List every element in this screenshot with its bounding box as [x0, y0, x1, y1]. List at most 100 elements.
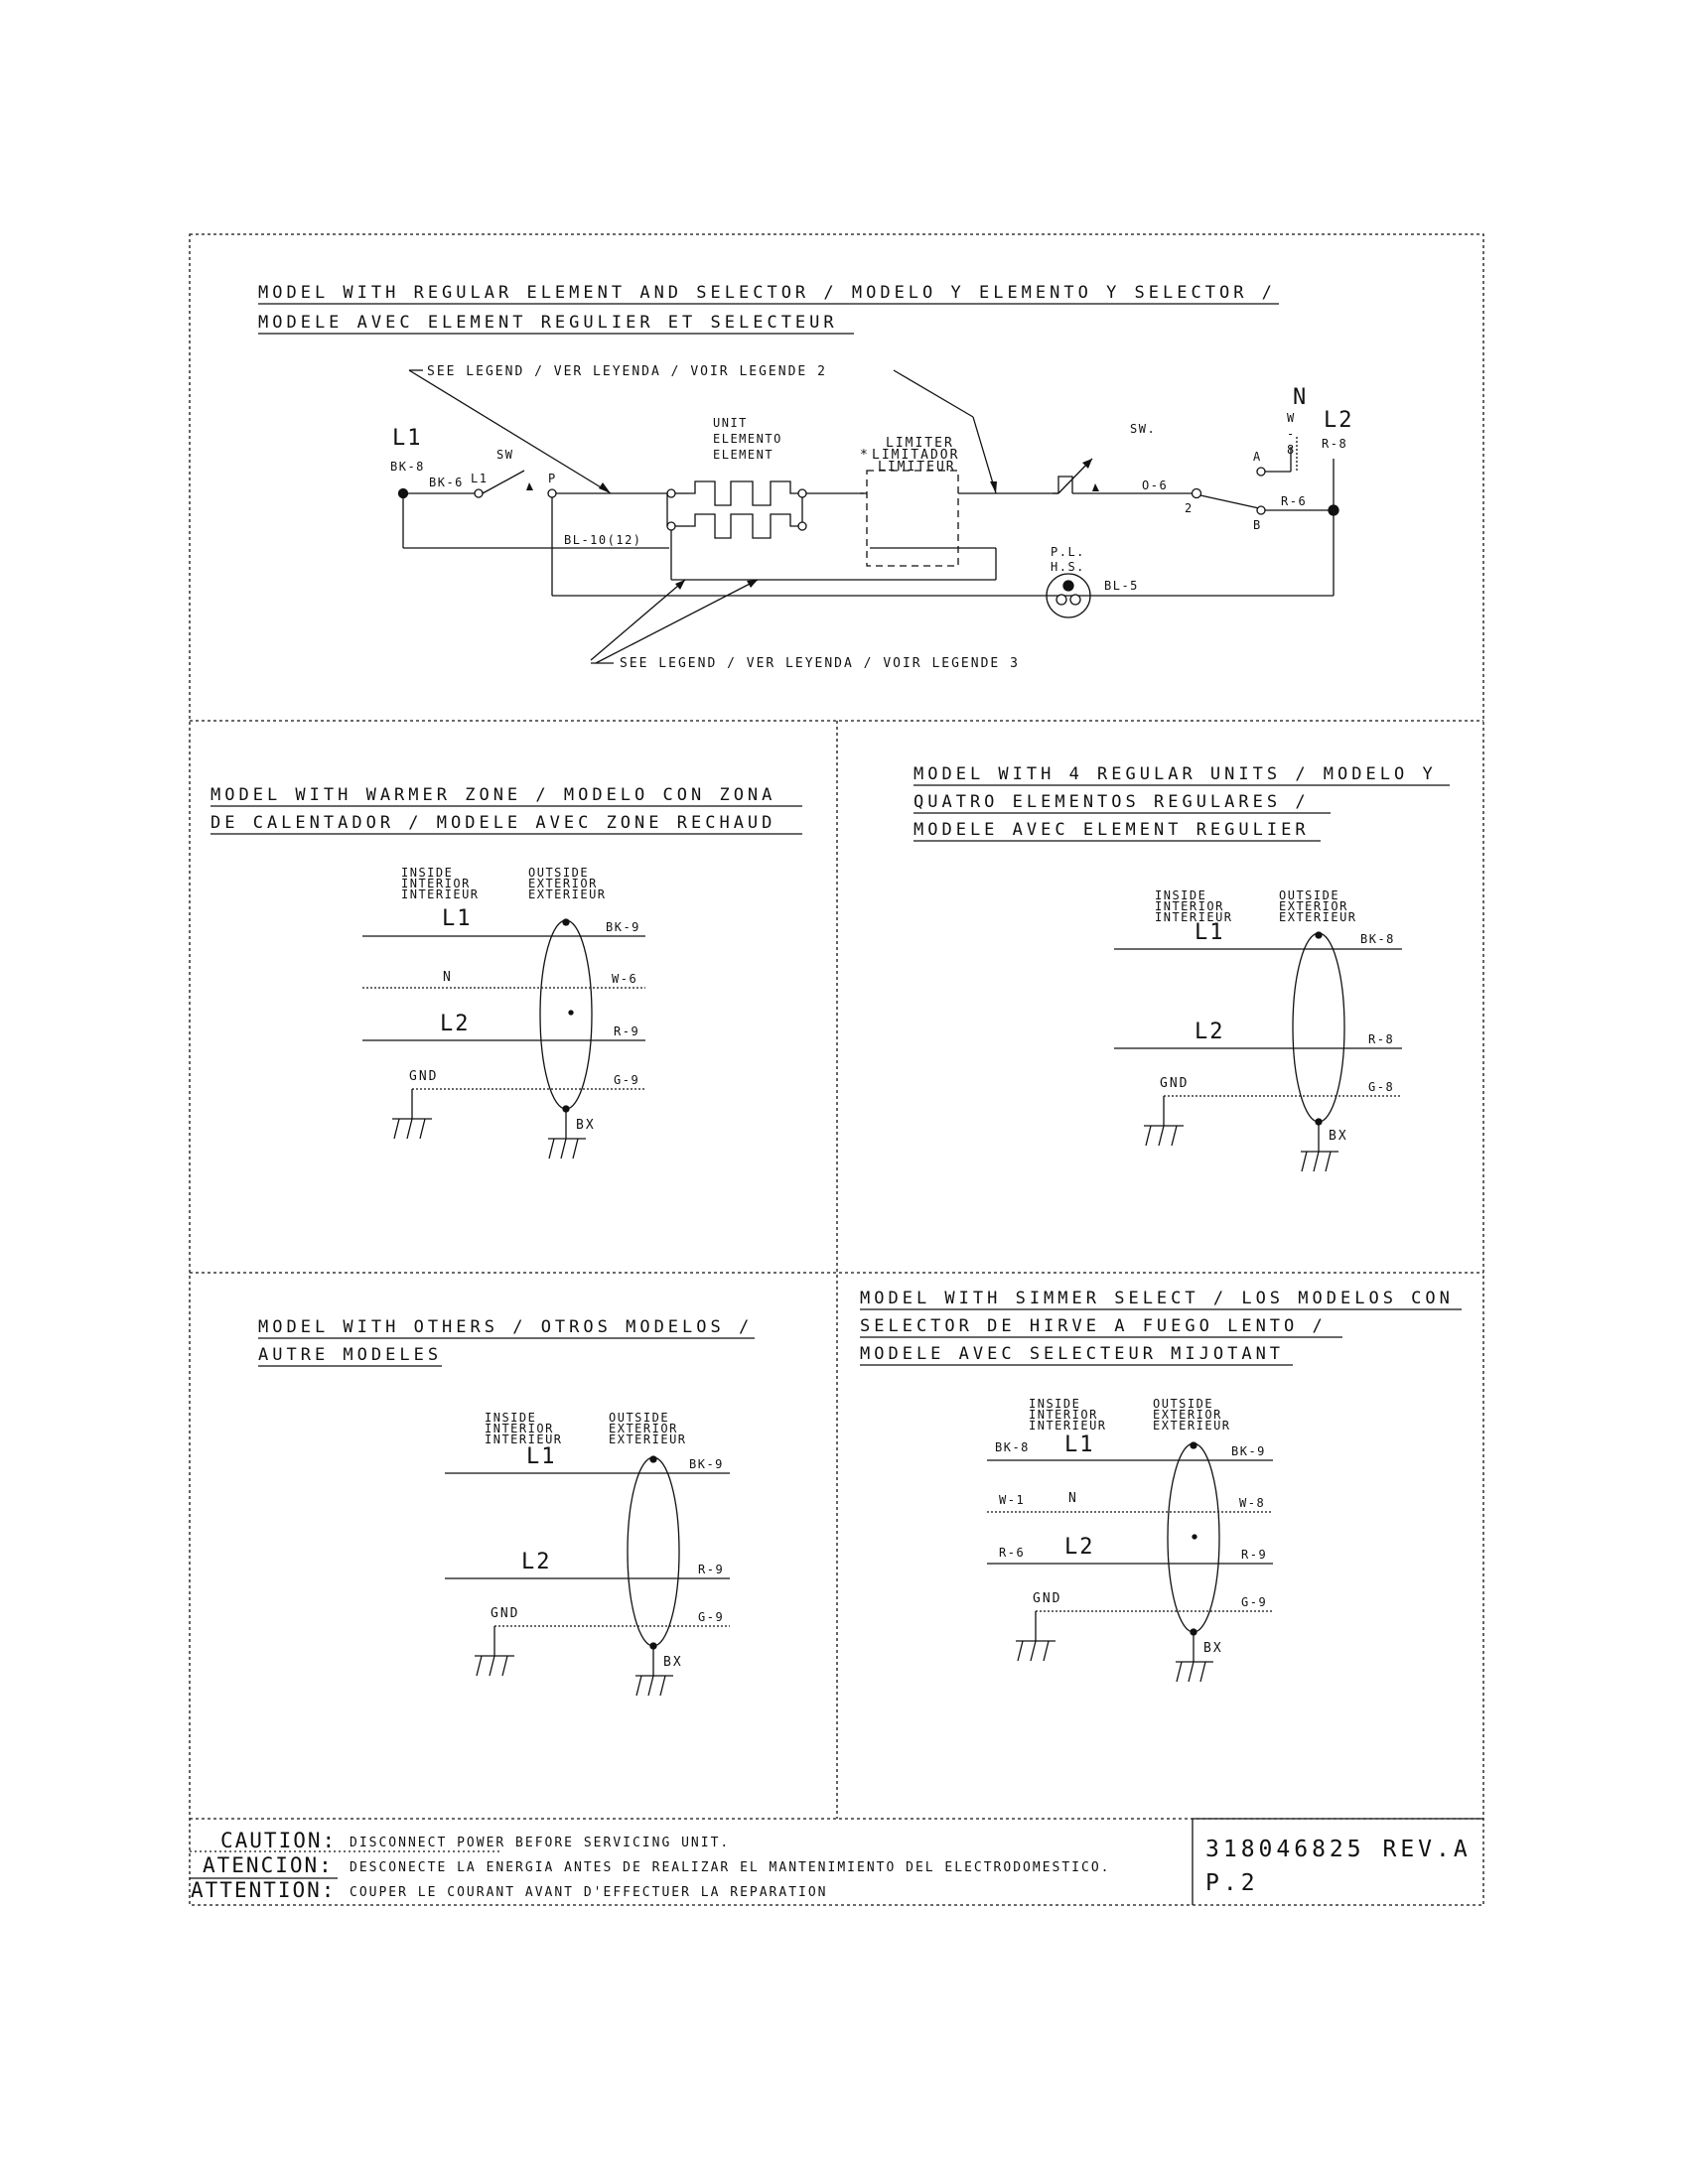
simmer-inside-en: INSIDE	[1029, 1397, 1080, 1411]
warmer-l1-label: L1	[442, 906, 473, 931]
four-inside-fr: INTERIEUR	[1155, 910, 1233, 924]
four-g8-label: G-8	[1368, 1080, 1394, 1094]
sheet-frame	[189, 233, 1484, 1906]
four-outside-fr: EXTERIEUR	[1279, 910, 1357, 924]
four-bx-label: BX	[1329, 1129, 1348, 1144]
warmer-w6-label: W-6	[612, 972, 637, 986]
four-ground-symbol-left	[1144, 1096, 1184, 1147]
atencion-label: ATENCION:	[203, 1853, 334, 1877]
atencion-text: DESCONECTE LA ENERGIA ANTES DE REALIZAR …	[350, 1860, 1110, 1875]
legend-2-leader-left	[408, 369, 612, 494]
four-ground-symbol-bx	[1301, 1122, 1338, 1172]
others-l1-label: L1	[526, 1444, 557, 1469]
w8-label-dash: -	[1287, 427, 1296, 441]
caution-label: CAUTION:	[220, 1829, 337, 1852]
limiter-asterisk: *	[860, 448, 870, 463]
four-l2-label: L2	[1195, 1020, 1225, 1044]
simmer-l1-label: L1	[1064, 1433, 1095, 1457]
limiter-label-es: LIMITADOR	[872, 448, 959, 463]
attention-text: COUPER LE COURANT AVANT D'EFFECTUER LA R…	[350, 1885, 828, 1900]
others-ground-symbol-left	[475, 1626, 514, 1677]
top-title-line2: MODELE AVEC ELEMENT REGULIER ET SELECTEU…	[258, 313, 838, 333]
warmer-title-line1: MODEL WITH WARMER ZONE / MODELO CON ZONA	[211, 785, 775, 805]
others-bx-label: BX	[663, 1655, 683, 1670]
simmer-ground-symbol-bx	[1176, 1632, 1213, 1683]
four-regular-units-panel: MODEL WITH 4 REGULAR UNITS / MODELO Y QU…	[914, 764, 1450, 1172]
others-inside-en: INSIDE	[485, 1411, 536, 1425]
simmer-n-label: N	[1068, 1491, 1078, 1506]
others-outside-fr: EXTERIEUR	[609, 1433, 687, 1446]
heating-element-coils	[666, 480, 997, 581]
warmer-zone-panel: MODEL WITH WARMER ZONE / MODELO CON ZONA…	[211, 785, 802, 1160]
caution-footer: CAUTION: DISCONNECT POWER BEFORE SERVICI…	[190, 1829, 1472, 1902]
warmer-gnd-label: GND	[409, 1069, 438, 1084]
bk6-wire-label: BK-6	[429, 476, 464, 489]
bl5-wire-label: BL-5	[1104, 579, 1139, 593]
simmer-bk9-label: BK-9	[1231, 1444, 1266, 1458]
four-title-line2: QUATRO ELEMENTOS REGULARES /	[914, 792, 1310, 812]
simmer-title-line3: MODELE AVEC SELECTEUR MIJOTANT	[860, 1344, 1284, 1364]
r6-wire-label: R-6	[1281, 494, 1307, 508]
legend-2-callout: SEE LEGEND / VER LEYENDA / VOIR LEGENDE …	[427, 364, 827, 379]
others-r9-label: R-9	[698, 1563, 724, 1576]
others-bk9-label: BK-9	[689, 1457, 724, 1471]
four-r8-label: R-8	[1368, 1032, 1394, 1046]
others-title-line2: AUTRE MODELES	[258, 1345, 442, 1365]
others-cable-oval	[627, 1456, 680, 1647]
four-inside-en: INSIDE	[1155, 888, 1206, 902]
term-a-label: A	[1253, 450, 1262, 464]
o6-wire-label: O-6	[1142, 478, 1168, 492]
limiter-box: LIMITER * LIMITADOR LIMITEUR	[860, 436, 1058, 567]
top-title-line1: MODEL WITH REGULAR ELEMENT AND SELECTOR …	[258, 283, 1276, 303]
warmer-g9-label: G-9	[614, 1073, 639, 1087]
other-models-panel: MODEL WITH OTHERS / OTROS MODELOS / AUTR…	[258, 1317, 755, 1697]
warmer-inside-es: INTERIOR	[401, 877, 471, 890]
simmer-inside-es: INTERIOR	[1029, 1408, 1098, 1422]
sw-contact-blade	[482, 470, 525, 494]
warmer-l2-label: L2	[440, 1012, 471, 1036]
simmer-r9-label: R-9	[1241, 1548, 1267, 1562]
selector-switch: SW. O-6 2 A B R-6	[1053, 422, 1334, 532]
legend-3-leader-2	[595, 579, 759, 664]
warmer-title-line2: DE CALENTADOR / MODELE AVEC ZONE RECHAUD	[211, 813, 775, 833]
simmer-r6-label: R-6	[999, 1546, 1025, 1560]
simmer-outside-fr: EXTERIEUR	[1153, 1419, 1231, 1433]
four-outside-es: EXTERIOR	[1279, 899, 1348, 913]
others-gnd-label: GND	[491, 1606, 519, 1621]
hs-label: H.S.	[1051, 560, 1085, 574]
warmer-bx-label: BX	[576, 1118, 596, 1133]
four-l1-label: L1	[1195, 920, 1225, 945]
four-bk8-label: BK-8	[1360, 932, 1395, 946]
others-ground-symbol-bx	[635, 1646, 673, 1697]
l2-junction-dot	[1328, 504, 1339, 516]
bl10-wire-label: BL-10(12)	[564, 533, 642, 547]
page-number: P.2	[1205, 1870, 1259, 1896]
others-inside-fr: INTERIEUR	[485, 1433, 563, 1446]
simmer-outside-es: EXTERIOR	[1153, 1408, 1222, 1422]
w8-label-8: 8	[1287, 443, 1296, 457]
unit-label-en: UNIT	[713, 416, 748, 430]
warmer-inside-en: INSIDE	[401, 866, 453, 880]
others-l2-label: L2	[521, 1550, 552, 1574]
sw-label: SW	[496, 448, 513, 462]
legend-2-leader-right	[972, 416, 997, 494]
part-number: 318046825 REV.A	[1205, 1837, 1472, 1862]
simmer-ground-symbol-left	[1016, 1611, 1055, 1662]
others-outside-es: EXTERIOR	[609, 1422, 678, 1435]
four-gnd-label: GND	[1160, 1076, 1189, 1091]
legend-3-callout: SEE LEGEND / VER LEYENDA / VOIR LEGENDE …	[620, 656, 1020, 671]
caution-text: DISCONNECT POWER BEFORE SERVICING UNIT.	[350, 1836, 730, 1850]
sw-p-terminal: P	[548, 472, 557, 485]
simmer-outside-en: OUTSIDE	[1153, 1397, 1213, 1411]
four-title-line3: MODELE AVEC ELEMENT REGULIER	[914, 820, 1310, 840]
r8-wire-label: R-8	[1322, 437, 1347, 451]
bk8-wire-label: BK-8	[390, 460, 425, 474]
simmer-w1-label: W-1	[999, 1493, 1025, 1507]
warmer-outside-fr: EXTERIEUR	[528, 887, 607, 901]
n-terminal-label: N	[1293, 385, 1308, 410]
sw-pilot-marker	[526, 482, 533, 490]
limiter-label-en: LIMITER	[886, 436, 954, 451]
sw-l1-terminal: L1	[471, 472, 488, 485]
others-title-line1: MODEL WITH OTHERS / OTROS MODELOS /	[258, 1317, 753, 1337]
